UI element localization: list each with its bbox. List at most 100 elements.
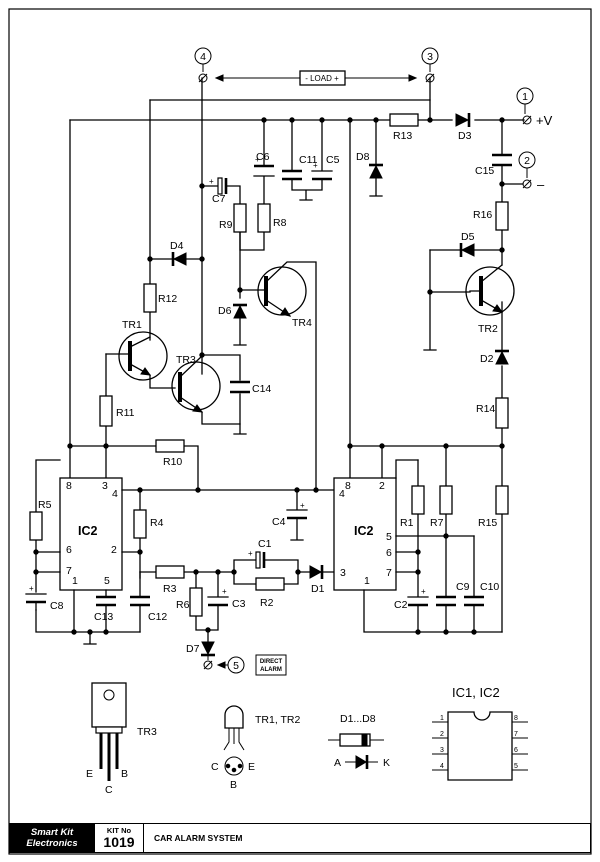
- transistor-tr2: TR2: [465, 264, 515, 335]
- label-components-c15: C15: [475, 165, 494, 177]
- label-terminals-t4: 4: [200, 51, 206, 63]
- resistor-r2: R2: [255, 577, 285, 609]
- label-pins_right-p3: 3: [340, 567, 346, 579]
- diode-d1: D1: [309, 565, 325, 595]
- label-legend-tr3: TR3: [137, 726, 157, 738]
- label-pins_right-p5: 5: [386, 531, 392, 543]
- page-border: [8, 8, 592, 855]
- label-components-c12: C12: [148, 611, 167, 623]
- label-components-d8: D8: [356, 151, 370, 163]
- terminal-5[interactable]: 5 DIRECT ALARM: [203, 654, 287, 676]
- resistor-r15: R15: [478, 485, 509, 529]
- label-legend-diode_k: K: [383, 757, 390, 769]
- capacitor-c13: C13: [94, 595, 116, 623]
- diode-d2: D2: [480, 349, 509, 365]
- svg-text:+: +: [300, 501, 305, 510]
- label-legend-ic_pins-5: 7: [514, 731, 518, 738]
- label-pins_left-p4: 4: [112, 488, 118, 500]
- label-components-c9: C9: [456, 581, 470, 593]
- label-terminals-t2: 2: [524, 155, 530, 167]
- label-legend-diode_a: A: [334, 757, 341, 769]
- svg-text:+: +: [421, 587, 426, 596]
- diode-d6: D6: [218, 303, 247, 319]
- capacitor-c6: C6 +: [253, 151, 275, 177]
- kit-label: KIT No: [106, 826, 132, 835]
- label-ic_labels-ic2_right: IC2: [354, 524, 374, 538]
- label-components-r14: R14: [476, 403, 495, 415]
- svg-text:+: +: [209, 177, 214, 186]
- label-legend-ic_pins-6: 6: [514, 747, 518, 754]
- label-pins_right-p1: 1: [364, 575, 370, 587]
- label-components-r4: R4: [150, 517, 164, 529]
- label-components-r7: R7: [430, 517, 444, 529]
- legend-tr1-tr2: TR1, TR2 C E B: [211, 705, 300, 791]
- label-components-c10: C10: [480, 581, 499, 593]
- label-pins_left-p3: 3: [102, 480, 108, 492]
- diode-d5: D5: [429, 231, 503, 257]
- label-pins_right-p7: 7: [386, 567, 392, 579]
- label-legend-diodes: D1...D8: [340, 713, 376, 725]
- label-legend-tr3_b: B: [121, 768, 128, 780]
- label-legend-ic_pins-0: 1: [440, 715, 444, 722]
- legend-tr3: TR3 E C B: [86, 682, 157, 796]
- smart-kit-logo: Smart Kit Electronics: [10, 824, 95, 852]
- label-legend-ic: IC1, IC2: [452, 685, 500, 700]
- label-components-r2: R2: [260, 597, 274, 609]
- label-components-c3: C3: [232, 598, 246, 610]
- capacitor-c9: C9: [436, 581, 470, 607]
- resistor-r12: R12: [143, 283, 177, 313]
- label-pins_right-p2: 2: [379, 480, 385, 492]
- svg-text:+: +: [248, 549, 253, 558]
- label-pins_left-p8: 8: [66, 480, 72, 492]
- resistor-r10: R10: [155, 439, 185, 468]
- label-components-d3: D3: [458, 130, 472, 142]
- transistor-tr4: TR4: [239, 261, 317, 491]
- label-pins_right-p4: 4: [339, 488, 345, 500]
- kit-number: 1019: [103, 834, 135, 850]
- label-terminals-plus_v: +V: [536, 113, 553, 128]
- label-components-tr1: TR1: [122, 319, 142, 331]
- terminal-3[interactable]: 3: [421, 47, 439, 83]
- label-components-c8: C8: [50, 600, 64, 612]
- label-components-tr3: TR3: [176, 354, 196, 366]
- label-components-c1: C1: [258, 538, 272, 550]
- label-legend-ic_pins-7: 5: [514, 763, 518, 770]
- capacitor-c10: C10: [464, 581, 499, 607]
- label-components-r15: R15: [478, 517, 497, 529]
- label-legend-ic_pins-3: 4: [440, 763, 444, 770]
- svg-text:+: +: [29, 584, 34, 593]
- label-terminals-t1: 1: [522, 91, 528, 103]
- label-components-c4: C4: [272, 516, 286, 528]
- terminal-4[interactable]: 4: [194, 47, 212, 83]
- label-components-c13: C13: [94, 611, 113, 623]
- label-components-r3: R3: [163, 583, 177, 595]
- diode-d7: D7: [186, 641, 215, 657]
- label-components-r1: R1: [400, 517, 414, 529]
- terminal-1[interactable]: 1 +V: [516, 87, 553, 128]
- label-pins_left-p5: 5: [104, 575, 110, 587]
- label-legend-ic_pins-4: 8: [514, 715, 518, 722]
- resistor-r7: R7: [430, 485, 453, 529]
- label-components-r5: R5: [38, 499, 52, 511]
- label-components-c6: C6: [256, 151, 270, 163]
- load-label: - LOAD +: [214, 70, 418, 86]
- label-legend-tr3_e: E: [86, 768, 93, 780]
- transistor-tr1: TR1: [105, 319, 176, 389]
- resistor-r5: R5: [29, 499, 52, 541]
- svg-text:+: +: [313, 161, 318, 170]
- label-components-r13: R13: [393, 130, 412, 142]
- capacitor-c4: + C4: [272, 501, 308, 528]
- label-components-d5: D5: [461, 231, 475, 243]
- logo-line-1: Smart Kit: [30, 827, 74, 838]
- label-pins_left-p7: 7: [66, 565, 72, 577]
- terminal-2[interactable]: 2 –: [501, 151, 545, 192]
- label-legend-tr12: TR1, TR2: [255, 714, 300, 726]
- label-components-r10: R10: [163, 456, 182, 468]
- label-legend-tr12_b: B: [230, 779, 237, 791]
- label-legend-ic_pins-2: 3: [440, 747, 444, 754]
- label-legend-tr3_c: C: [105, 784, 113, 796]
- capacitor-c11: C11: [282, 154, 318, 181]
- diode-d4: D4: [149, 240, 203, 266]
